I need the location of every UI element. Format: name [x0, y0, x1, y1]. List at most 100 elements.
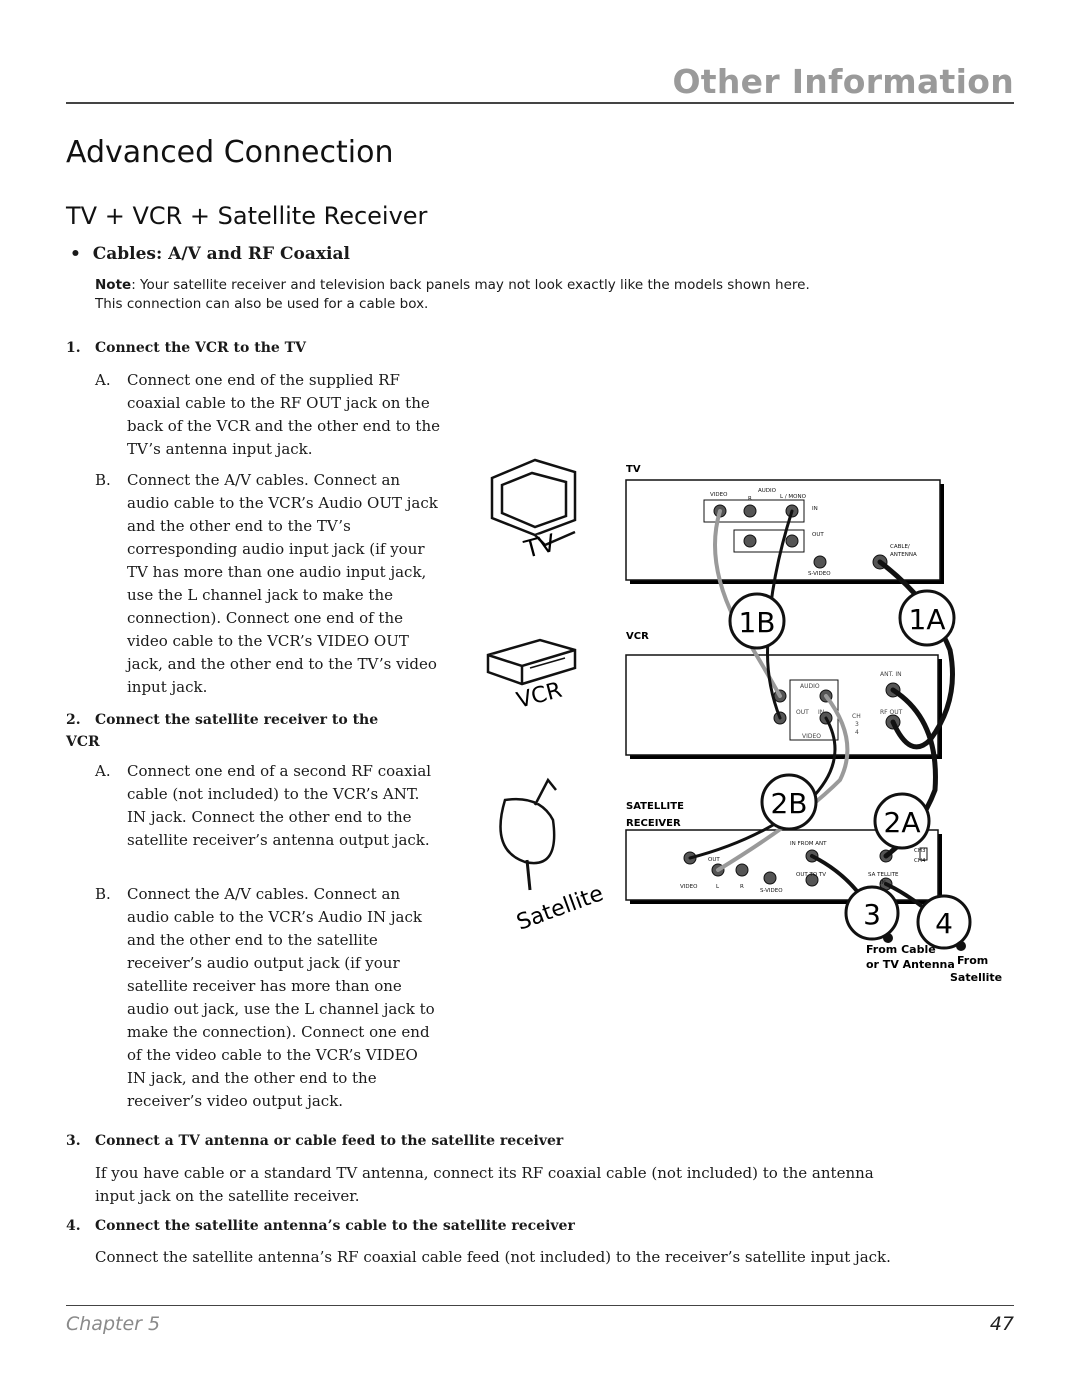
step-number: 4. — [66, 1218, 81, 1234]
page-subtitle: TV + VCR + Satellite Receiver — [66, 202, 428, 230]
step-2b: B. Connect the A/V cables. Connect an au… — [95, 883, 440, 1113]
sub-text: Connect one end of the supplied RF coaxi… — [127, 371, 441, 458]
step-title: Connect the satellite antenna’s cable to… — [95, 1218, 575, 1234]
callout-2a: 2A — [873, 792, 931, 850]
source-satellite-line2: Satellite — [950, 971, 1002, 984]
cable-4-end — [956, 941, 966, 951]
callout-2a-label: 2A — [884, 806, 921, 839]
callout-3: 3 — [844, 885, 900, 941]
cable-2b-video — [716, 694, 850, 872]
step-1a: A. Connect one end of the supplied RF co… — [95, 369, 440, 461]
vcr-jack-in-label: IN — [818, 709, 824, 716]
callout-1b-label: 1B — [738, 606, 775, 639]
step-4-heading: 4. Connect the satellite antenna’s cable … — [66, 1218, 575, 1234]
note-text: : Your satellite receiver and television… — [95, 277, 810, 312]
vcr-panel-label: VCR — [626, 631, 649, 642]
step-number: 1. — [66, 340, 81, 356]
sat-jack-svideo-label: S-VIDEO — [760, 888, 783, 894]
satellite-dish-icon — [499, 777, 557, 891]
sub-text: Connect one end of a second RF coaxial c… — [127, 762, 432, 849]
page-title: Advanced Connection — [66, 135, 394, 170]
callout-1a: 1A — [898, 589, 956, 647]
step-1-heading: 1. Connect the VCR to the TV — [66, 340, 306, 356]
sub-text: Connect the A/V cables. Connect an audio… — [127, 471, 438, 696]
vcr-jack-audio-label: AUDIO — [800, 683, 820, 690]
tv-device-icon — [490, 458, 577, 547]
satellite-jack-labels: IN FROM ANT OUT OUT TO TV VIDEO L R S-VI… — [680, 841, 926, 894]
cable-3-end — [883, 933, 893, 943]
vcr-device-icon — [486, 638, 577, 686]
vcr-jack-rfout-label: RF OUT — [880, 709, 903, 716]
tv-panel-label: TV — [626, 464, 641, 475]
tv-jack-in-label: IN — [812, 506, 818, 512]
callout-3-label: 3 — [863, 898, 881, 931]
step-title: Connect the satellite receiver to the VC… — [66, 712, 379, 750]
tv-jack-video-label: VIDEO — [710, 492, 728, 498]
sat-jack-video-label: VIDEO — [680, 884, 698, 890]
note-label: Note — [95, 277, 132, 293]
vcr-jack-ch4-label: 4 — [855, 729, 859, 736]
vcr-jack-video-label: VIDEO — [802, 733, 821, 740]
satellite-device-label: Satellite — [514, 881, 607, 935]
callout-1b: 1B — [728, 592, 786, 650]
sat-jack-outtotv-label: OUT TO TV — [796, 872, 826, 878]
sub-letter: A. — [95, 762, 111, 780]
cables-bullet: • Cables: A/V and RF Coaxial — [70, 244, 350, 264]
chapter-label: Chapter 5 — [66, 1313, 161, 1335]
sat-jack-l-label: L — [716, 884, 720, 890]
header-rule — [66, 102, 1014, 104]
tv-jack-lmono-label: L / MONO — [780, 494, 807, 500]
step-4-text: Connect the satellite antenna’s RF coaxi… — [95, 1248, 891, 1266]
step-3-heading: 3. Connect a TV antenna or cable feed to … — [66, 1133, 563, 1149]
sat-jack-satellite-label: SA TELLITE — [868, 872, 899, 878]
callout-2b-label: 2B — [770, 787, 807, 820]
sub-letter: B. — [95, 471, 111, 489]
step-title: Connect a TV antenna or cable feed to th… — [95, 1133, 564, 1149]
vcr-jack-ch3-label: 3 — [855, 721, 859, 728]
callout-1a-label: 1A — [909, 603, 946, 636]
callout-4: 4 — [916, 894, 972, 950]
step-2a: A. Connect one end of a second RF coaxia… — [95, 760, 440, 852]
sub-text: Connect the A/V cables. Connect an audio… — [127, 885, 435, 1110]
callout-4-label: 4 — [935, 907, 953, 940]
sat-jack-ch4-label: CH4 — [914, 858, 926, 864]
source-satellite-line1: From — [957, 954, 988, 967]
cables-bullet-text: Cables: A/V and RF Coaxial — [92, 244, 350, 264]
tv-jack-out-label: OUT — [812, 532, 824, 538]
step-title: Connect the VCR to the TV — [95, 340, 306, 356]
tv-jack-svideo-label: S-VIDEO — [808, 571, 831, 577]
tv-back-panel — [625, 479, 944, 584]
sub-letter: B. — [95, 885, 111, 903]
sat-jack-infromant-label: IN FROM ANT — [790, 841, 827, 847]
section-title: Other Information — [672, 62, 1014, 101]
vcr-back-panel — [625, 654, 942, 759]
sat-jack-r-label: R — [740, 884, 744, 890]
vcr-jack-ch-label: CH — [852, 713, 861, 720]
callout-2b: 2B — [760, 773, 818, 831]
vcr-jack-out-label: OUT — [796, 709, 809, 716]
sat-jack-ch3-label: CH3 — [914, 848, 926, 854]
note-paragraph: Note: Your satellite receiver and televi… — [95, 276, 815, 314]
step-number: 3. — [66, 1133, 81, 1149]
tv-jack-cable-label: CABLE/ — [890, 544, 910, 550]
footer-rule — [66, 1305, 1014, 1306]
source-cable-line1: From Cable — [866, 943, 936, 956]
step-2-heading: 2.Connect the satellite receiver to the … — [66, 709, 416, 753]
tv-jack-r-label: R — [748, 496, 752, 502]
step-number: 2. — [66, 712, 81, 728]
vcr-jack-antin-label: ANT. IN — [880, 671, 902, 678]
satellite-panel-label-line1: SATELLITE — [626, 801, 684, 812]
vcr-jack-labels: AUDIO OUT IN VIDEO ANT. IN RF OUT CH 3 4 — [796, 671, 903, 740]
tv-jack-antenna-label: ANTENNA — [890, 552, 917, 558]
page-number: 47 — [989, 1313, 1014, 1335]
sat-jack-in-label: IN — [880, 880, 886, 886]
tv-jack-labels: VIDEO AUDIO R L / MONO IN OUT S-VIDEO CA… — [710, 488, 917, 577]
source-cable-line2: or TV Antenna — [866, 958, 955, 971]
step-1b: B. Connect the A/V cables. Connect an au… — [95, 469, 440, 699]
sat-jack-out-label: OUT — [708, 857, 720, 863]
tv-jack-audio-label: AUDIO — [758, 488, 777, 494]
step-3-text: If you have cable or a standard TV anten… — [95, 1164, 874, 1205]
satellite-panel-label-line2: RECEIVER — [626, 818, 681, 829]
sub-letter: A. — [95, 371, 111, 389]
